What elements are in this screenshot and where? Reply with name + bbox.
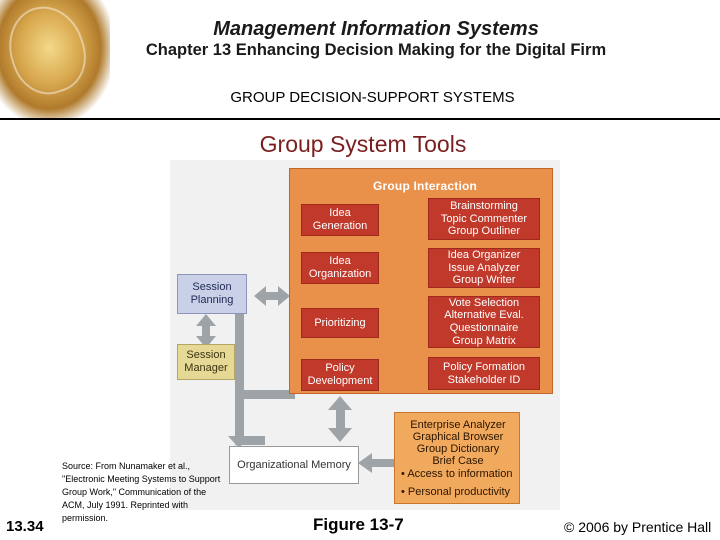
bullet-glyph: • <box>401 468 405 480</box>
support-tool-3: Group Dictionary <box>416 443 500 455</box>
copyright: © 2006 by Prentice Hall <box>564 519 712 535</box>
session-link-bar <box>202 320 210 342</box>
header-divider <box>0 118 720 120</box>
session-link-down-arrow <box>196 336 216 348</box>
activity-policy-development: Policy Development <box>301 359 379 391</box>
memory-link-bar <box>336 404 345 434</box>
page-number: 13.34 <box>6 518 44 535</box>
course-title: Management Information Systems <box>213 18 539 40</box>
session-link-up-arrow <box>196 314 216 326</box>
tools-idea-generation: Brainstorming Topic Commenter Group Outl… <box>428 198 540 240</box>
slide-header: Management Information Systems Chapter 1… <box>0 0 720 120</box>
support-tool-2: Graphical Browser <box>412 431 504 443</box>
tools-link-bar <box>366 459 394 467</box>
bullet-glyph: • <box>401 486 405 498</box>
activity-prioritizing: Prioritizing <box>301 308 379 338</box>
memory-left-arrow <box>228 436 250 448</box>
section-title: GROUP DECISION-SUPPORT SYSTEMS <box>230 89 515 106</box>
memory-link-down-arrow <box>328 428 352 442</box>
slide-title: Group System Tools <box>259 131 467 157</box>
tools-prioritizing: Vote Selection Alternative Eval. Questio… <box>428 296 540 348</box>
panel-down-connector <box>235 294 244 440</box>
memory-link-up-arrow <box>328 396 352 410</box>
activity-idea-generation: Idea Generation <box>301 204 379 236</box>
support-bullet-2: • Personal productivity <box>401 486 510 498</box>
panel-left-connector <box>235 390 295 399</box>
support-tool-1: Enterprise Analyzer <box>410 419 506 431</box>
chapter-title: Chapter 13 Enhancing Decision Making for… <box>145 41 607 59</box>
tools-link-arrow <box>358 453 372 473</box>
globe-logo <box>0 0 110 120</box>
support-bullet-2-text: Personal productivity <box>407 486 511 498</box>
session-manager-box: Session Manager <box>177 344 235 380</box>
support-tools-box: Enterprise Analyzer Graphical Browser Gr… <box>394 412 520 504</box>
support-tool-4: Brief Case <box>432 455 484 467</box>
figure-label: Figure 13-7 <box>313 515 404 534</box>
planning-link-right-arrow <box>278 286 290 306</box>
tools-idea-organization: Idea Organizer Issue Analyzer Group Writ… <box>428 248 540 288</box>
organizational-memory-box: Organizational Memory <box>229 446 359 484</box>
planning-link-left-arrow <box>254 286 266 306</box>
support-bullet-1: • Access to information <box>401 468 512 480</box>
support-bullet-1-text: Access to information <box>407 468 513 480</box>
source-citation: Source: From Nunamaker et al., "Electron… <box>62 461 221 523</box>
activity-idea-organization: Idea Organization <box>301 252 379 284</box>
session-planning-box: Session Planning <box>177 274 247 314</box>
group-interaction-title: Group Interaction <box>373 179 478 193</box>
planning-link-bar <box>262 292 284 300</box>
memory-stem <box>235 436 265 445</box>
tools-policy-development: Policy Formation Stakeholder ID <box>428 357 540 390</box>
